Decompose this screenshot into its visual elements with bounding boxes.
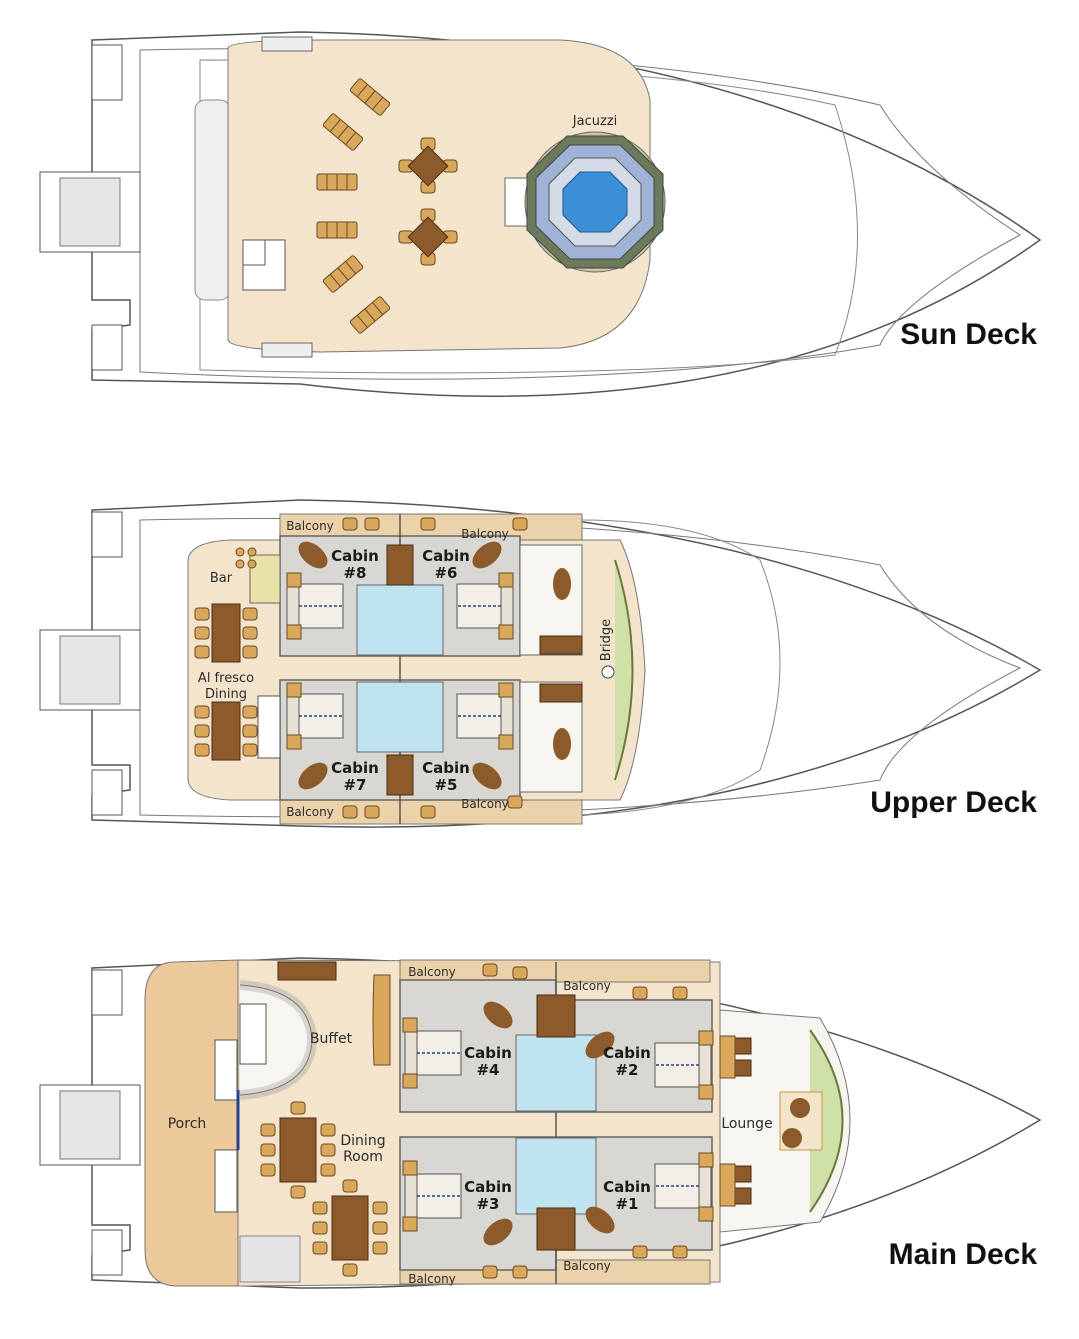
cabin-5-name: Cabin [422,759,470,777]
cabin-2-name: Cabin [603,1044,651,1062]
balcony-label: Balcony [286,519,334,533]
al-fresco-table [194,701,258,761]
cabin-4-name: Cabin [464,1044,512,1062]
lounge-table [779,1091,823,1151]
cabin-3-name: Cabin [464,1178,512,1196]
bar-label: Bar [210,571,233,586]
sun-deck: Jacuzzi Sun Deck [39,31,1042,397]
sun-deck-title: Sun Deck [900,318,1037,351]
cabin-2-number: #2 [615,1061,638,1079]
buffet-label: Buffet [310,1031,353,1047]
balcony-label: Balcony [563,1259,611,1273]
al-fresco-label-1: Al fresco [198,671,254,686]
dining-table [260,1101,336,1199]
jacuzzi-label: Jacuzzi [572,114,617,129]
main-deck-title: Main Deck [889,1238,1038,1271]
sun-table [398,137,458,194]
cabin-8-number: #8 [343,564,366,582]
lounge-label: Lounge [721,1116,772,1132]
cabin-7-number: #7 [343,776,366,794]
al-fresco-table [194,603,258,663]
cabin-6-name: Cabin [422,547,470,565]
upper-deck-title: Upper Deck [870,786,1037,819]
bridge-label: Bridge [599,619,614,661]
cabin-3-number: #3 [476,1195,499,1213]
cabin-6-number: #6 [434,564,457,582]
main-deck: Porch Buffet Dining Room Lounge Balcony … [39,957,1042,1289]
balcony-label: Balcony [286,805,334,819]
dining-table [312,1179,388,1277]
upper-deck: Bar Al fresco Dining Bridge Balcony Balc… [39,499,1042,828]
bar-area [235,547,281,604]
dining-room-label-2: Room [343,1149,383,1165]
porch-label: Porch [168,1116,207,1132]
cabin-1-name: Cabin [603,1178,651,1196]
al-fresco-label-2: Dining [205,687,247,702]
sun-lounger [316,221,358,239]
balcony-label: Balcony [461,527,509,541]
dining-room-label-1: Dining [340,1133,385,1149]
cabin-8-name: Cabin [331,547,379,565]
sun-lounger [316,173,358,191]
cabin-1-number: #1 [615,1195,638,1213]
balcony-label: Balcony [408,1272,456,1286]
cabin-5-number: #5 [434,776,457,794]
balcony-label: Balcony [461,797,509,811]
balcony-label: Balcony [408,965,456,979]
cabin-4-number: #4 [476,1061,499,1079]
jacuzzi [504,131,666,273]
sun-table [398,208,458,266]
balcony-label: Balcony [563,979,611,993]
cabin-7-name: Cabin [331,759,379,777]
